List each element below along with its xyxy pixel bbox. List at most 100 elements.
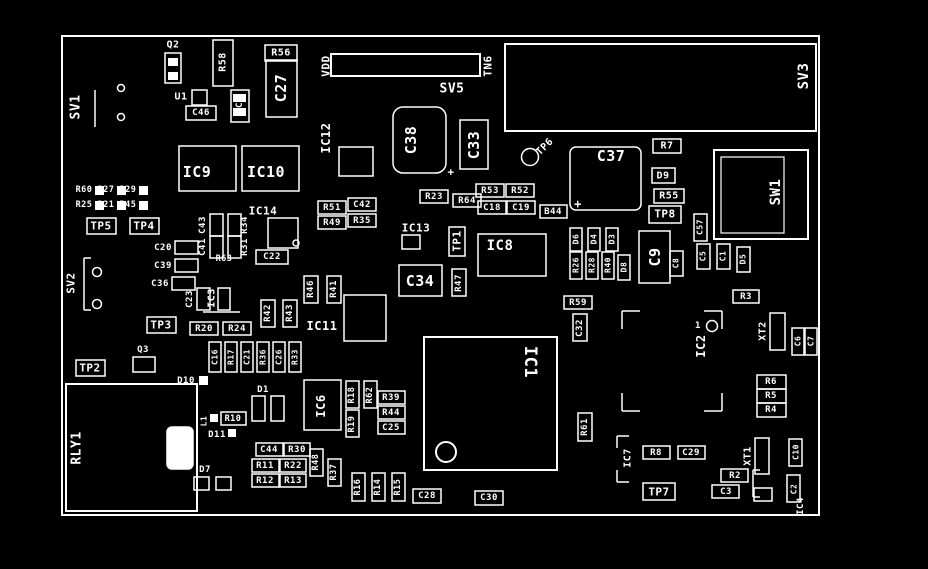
component-label: R34 (240, 216, 250, 234)
component-outline (171, 276, 196, 291)
component-label: IC7 (623, 448, 634, 468)
component-outline (146, 316, 177, 334)
component-outline (189, 321, 219, 336)
component-outline (75, 359, 106, 377)
component-label: R49 (323, 218, 341, 228)
solder-pad (95, 186, 104, 195)
component-label: C3 (720, 487, 732, 497)
component-outline (363, 380, 378, 409)
component-label: R17 (227, 349, 236, 365)
component-outline (720, 468, 749, 483)
component-label: U1 (174, 92, 187, 103)
component-label: D10 (177, 376, 195, 386)
component-label: IC2 (694, 334, 708, 357)
component-label: C39 (154, 261, 172, 271)
component-outline (338, 146, 374, 177)
component-outline (736, 246, 751, 273)
component-label: C57 (696, 219, 705, 235)
component-label: D11 (208, 430, 226, 440)
component-outline (251, 473, 280, 488)
component-outline (347, 197, 377, 212)
component-outline (753, 487, 773, 502)
component-outline (651, 167, 676, 184)
component-label: C5 (699, 251, 708, 262)
component-label: R23 (425, 192, 443, 202)
component-outline (448, 226, 466, 257)
component-outline (265, 59, 298, 118)
component-outline (459, 119, 489, 170)
component-label: D3 (608, 234, 617, 245)
solder-pad (139, 186, 148, 195)
component-outline (475, 183, 505, 198)
component-outline (86, 217, 117, 235)
component-outline (209, 235, 224, 259)
component-outline (282, 299, 298, 328)
component-outline (377, 420, 406, 435)
component-label: C33 (465, 131, 483, 160)
component-outline (224, 341, 238, 373)
component-label: SV5 (440, 82, 465, 97)
component-outline (720, 156, 785, 234)
component-outline (215, 476, 232, 491)
component-outline (506, 200, 536, 215)
component-label: R18 (347, 387, 357, 404)
component-label: C1 (719, 251, 728, 262)
component-label: R16 (353, 479, 363, 496)
component-label: XT2 (758, 321, 769, 341)
component-label: R37 (329, 464, 339, 481)
component-label: SV1 (69, 95, 84, 120)
component-label: C34 (406, 272, 435, 290)
component-label: R64 (458, 196, 476, 206)
component-outline (569, 146, 642, 211)
component-outline (754, 437, 770, 475)
component-label: TP8 (654, 208, 675, 221)
component-outline (648, 205, 682, 224)
component-label: C41 (198, 238, 208, 256)
component-outline (419, 189, 449, 204)
component-label: R25 (76, 200, 93, 210)
component-label: R4 (765, 405, 777, 415)
component-outline (716, 243, 731, 270)
component-label: 1 (695, 321, 701, 331)
component-label: C21 (243, 349, 252, 365)
solder-pad (139, 201, 148, 210)
component-outline (209, 213, 224, 237)
component-outline (185, 105, 217, 121)
component-outline (693, 213, 708, 242)
component-outline (391, 472, 406, 502)
component-label: R31 (240, 238, 250, 256)
component-label: IC14 (249, 205, 278, 218)
component-label: D5 (739, 254, 748, 265)
component-outline (423, 336, 558, 471)
component-label: C9 (646, 247, 664, 266)
component-outline (642, 482, 676, 501)
component-label: C43 (198, 216, 208, 234)
component-outline (222, 321, 252, 336)
component-label: R21 (98, 200, 115, 210)
component-label: C7 (807, 336, 816, 347)
component-label: IC3 (207, 288, 218, 308)
solder-pad (117, 201, 126, 210)
component-outline (398, 264, 443, 297)
component-label: C37 (597, 147, 626, 165)
component-label: R45 (120, 200, 137, 210)
component-label: SV3 (796, 63, 812, 90)
solder-pad (168, 72, 178, 80)
component-label: R15 (393, 479, 403, 496)
component-label: Q3 (137, 345, 149, 355)
component-outline (256, 341, 270, 373)
solder-pad (233, 94, 246, 102)
component-outline (330, 53, 481, 77)
component-outline (569, 251, 583, 280)
component-outline (504, 43, 817, 132)
component-label: IC9 (183, 163, 212, 181)
component-outline (601, 251, 615, 280)
component-label: R8 (650, 448, 662, 458)
component-outline (652, 138, 682, 154)
component-label: D6 (572, 234, 581, 245)
pad-circle (91, 266, 103, 278)
component-label: IC12 (319, 123, 333, 154)
component-outline (732, 289, 760, 304)
component-label: IC10 (247, 163, 285, 181)
component-label: C16 (211, 349, 220, 365)
